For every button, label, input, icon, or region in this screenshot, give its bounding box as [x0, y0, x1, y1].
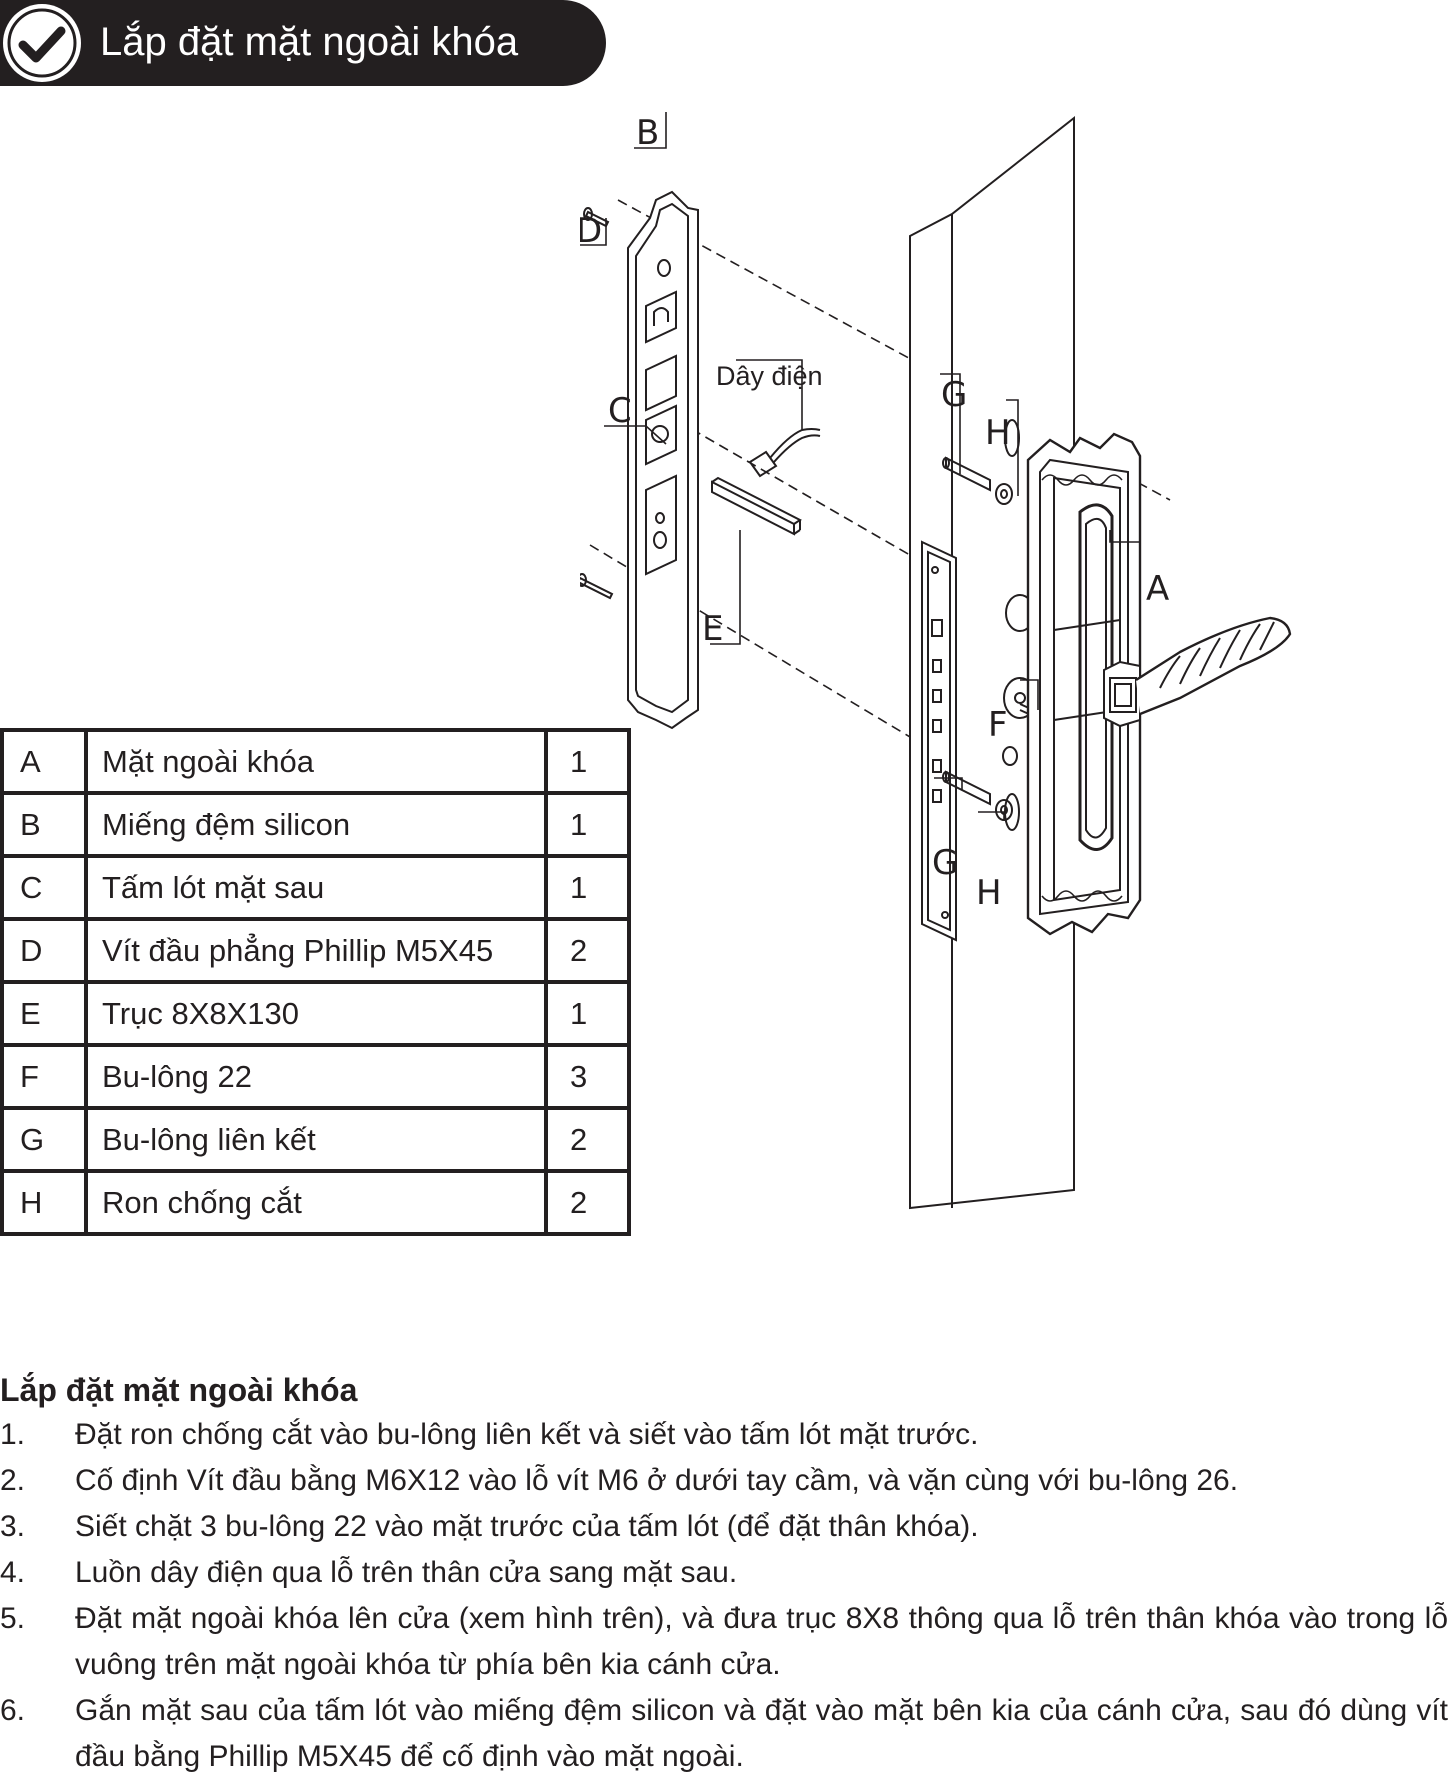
- step-number: 6.: [0, 1694, 26, 1727]
- part-qty: 1: [544, 854, 631, 921]
- step-text: Gắn mặt sau của tấm lót vào miếng đệm si…: [75, 1694, 1448, 1773]
- part-qty: 1: [544, 728, 631, 795]
- step-text: Đặt mặt ngoài khóa lên cửa (xem hình trê…: [75, 1602, 1448, 1681]
- step-number: 4.: [0, 1556, 26, 1589]
- label-d: D: [580, 211, 602, 251]
- header-title: Lắp đặt mặt ngoài khóa: [100, 20, 519, 64]
- part-name: Bu-lông liên kết: [84, 1106, 548, 1173]
- check-icon: [3, 4, 81, 82]
- instruction-step: 5. Đặt mặt ngoài khóa lên cửa (xem hình t…: [0, 1596, 1448, 1688]
- step-text: Siết chặt 3 bu-lông 22 vào mặt trước của…: [75, 1510, 979, 1543]
- step-text: Cố định Vít đầu bằng M6X12 vào lỗ vít M6…: [75, 1464, 1239, 1497]
- instruction-step: 3. Siết chặt 3 bu-lông 22 vào mặt trước c…: [0, 1504, 1448, 1550]
- step-number: 3.: [0, 1510, 26, 1543]
- part-code: E: [0, 980, 88, 1047]
- instruction-step: 4. Luồn dây điện qua lỗ trên thân cửa san…: [0, 1550, 1448, 1596]
- spindle: [711, 476, 802, 536]
- label-h-bottom: H: [976, 873, 1002, 913]
- instruction-step: 1. Đặt ron chống cắt vào bu-lông liên kết…: [0, 1412, 1448, 1458]
- label-b: B: [636, 113, 659, 153]
- instructions: Lắp đặt mặt ngoài khóa 1. Đặt ron chống c…: [0, 1370, 1448, 1780]
- label-c: C: [608, 391, 632, 431]
- label-f: F: [988, 705, 1008, 745]
- part-code: C: [0, 854, 88, 921]
- bolt-g-top: [942, 456, 991, 492]
- part-qty: 2: [544, 1106, 631, 1173]
- part-code: G: [0, 1106, 88, 1173]
- part-code: B: [0, 791, 88, 858]
- part-name: Ron chống cắt: [84, 1169, 548, 1236]
- label-e: E: [702, 609, 723, 649]
- step-number: 2.: [0, 1464, 26, 1497]
- mortise-lock-body: [921, 540, 957, 942]
- label-h-top: H: [985, 413, 1011, 453]
- section-header: Lắp đặt mặt ngoài khóa: [0, 0, 606, 86]
- part-qty: 2: [544, 1169, 631, 1236]
- part-name: Vít đầu phẳng Phillip M5X45: [84, 917, 548, 984]
- part-name: Mặt ngoài khóa: [84, 728, 548, 795]
- label-g-bottom: G: [932, 843, 958, 883]
- instructions-title: Lắp đặt mặt ngoài khóa: [0, 1372, 358, 1408]
- label-a: A: [1146, 569, 1169, 609]
- step-number: 5.: [0, 1602, 26, 1635]
- part-code: D: [0, 917, 88, 984]
- part-name: Tấm lót mặt sau: [84, 854, 548, 921]
- part-qty: 3: [544, 1043, 631, 1110]
- screw-bottom: [580, 573, 614, 600]
- ring-h-top: [995, 483, 1013, 505]
- instruction-step: 2. Cố định Vít đầu bằng M6X12 vào lỗ vít …: [0, 1458, 1448, 1504]
- part-code: F: [0, 1043, 88, 1110]
- part-code: H: [0, 1169, 88, 1236]
- step-number: 1.: [0, 1418, 26, 1451]
- part-name: Trục 8X8X130: [84, 980, 548, 1047]
- lever-handle: [1103, 616, 1292, 728]
- part-name: Miếng đệm silicon: [84, 791, 548, 858]
- leader-lines: [580, 112, 1140, 820]
- part-name: Bu-lông 22: [84, 1043, 548, 1110]
- instruction-step: 6. Gắn mặt sau của tấm lót vào miếng đệm …: [0, 1688, 1448, 1780]
- instruction-steps: 1. Đặt ron chống cắt vào bu-lông liên kết…: [0, 1412, 1448, 1780]
- label-g-top: G: [941, 375, 967, 415]
- step-text: Đặt ron chống cắt vào bu-lông liên kết v…: [75, 1418, 979, 1451]
- step-text: Luồn dây điện qua lỗ trên thân cửa sang …: [75, 1556, 738, 1589]
- part-qty: 1: [544, 980, 631, 1047]
- part-qty: 2: [544, 917, 631, 984]
- part-qty: 1: [544, 791, 631, 858]
- part-code: A: [0, 728, 88, 795]
- assembly-diagram: B D C E Dây điện G H A F G H: [580, 112, 1292, 1210]
- wire-connector: [748, 428, 821, 478]
- back-plate: [627, 190, 699, 730]
- label-wire: Dây điện: [716, 361, 823, 391]
